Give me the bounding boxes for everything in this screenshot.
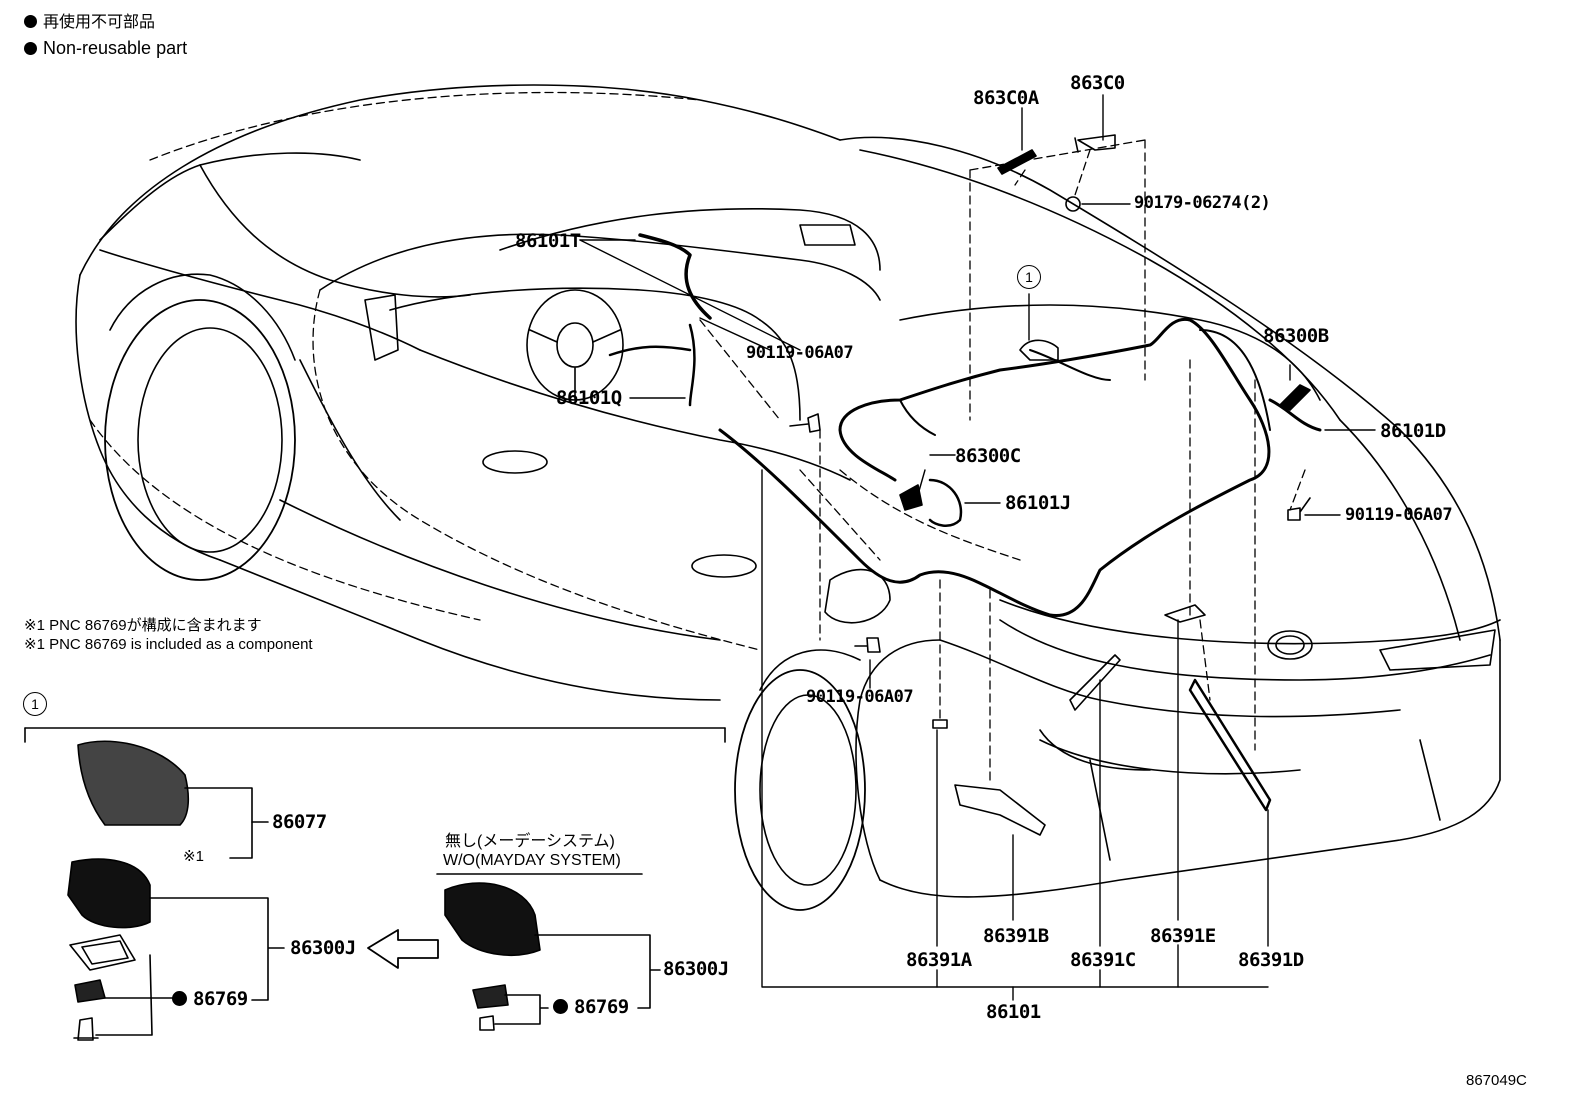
callout-86300J-right: 86300J	[663, 958, 729, 980]
callout-90119-06A07-b: 90119-06A07	[1345, 505, 1453, 525]
callout-86101: 86101	[986, 1001, 1041, 1023]
mayday-en: W/O(MAYDAY SYSTEM)	[443, 852, 621, 869]
filled-dot-icon	[24, 42, 37, 55]
detail-ref-circle: 1	[23, 692, 47, 716]
pnc-note-en: ※1 PNC 86769 is included as a component	[24, 636, 313, 653]
legend-en: Non-reusable part	[24, 38, 187, 59]
detail-ref-circle-roof: 1	[1017, 265, 1041, 289]
mayday-jp: 無し(メーデーシステム)	[445, 833, 615, 850]
callout-86391D: 86391D	[1238, 949, 1304, 971]
filled-dot-icon	[553, 999, 568, 1014]
callout-86101T: 86101T	[515, 230, 581, 252]
callout-90119-06A07-a: 90119-06A07	[746, 343, 854, 363]
callout-90179-06274: 90179-06274(2)	[1134, 193, 1271, 213]
legend-jp: 再使用不可部品	[24, 14, 155, 32]
callout-86300C: 86300C	[955, 445, 1021, 467]
callout-86391E: 86391E	[1150, 925, 1216, 947]
callout-note1: ※1	[183, 848, 204, 865]
parts	[789, 134, 1311, 836]
car-body-outline	[75, 84, 1501, 911]
callout-86300J-left: 86300J	[290, 937, 356, 959]
detail-section	[24, 727, 726, 1041]
callout-86391C: 86391C	[1070, 949, 1136, 971]
wire-harness	[608, 233, 1322, 617]
diagram-id: 867049C	[1466, 1072, 1527, 1089]
callout-86769-left-text: 86769	[193, 988, 248, 1010]
callout-863C0A: 863C0A	[973, 87, 1039, 109]
callout-86391A: 86391A	[906, 949, 972, 971]
legend-en-text: Non-reusable part	[43, 38, 188, 58]
reference-lines	[89, 91, 1306, 781]
filled-dot-icon	[172, 991, 187, 1006]
callout-863C0: 863C0	[1070, 72, 1125, 94]
callout-90119-06A07-c: 90119-06A07	[806, 687, 914, 707]
callout-86769-right: 86769	[553, 998, 629, 1017]
callout-86300B: 86300B	[1263, 325, 1329, 347]
callout-86101J: 86101J	[1005, 492, 1071, 514]
callout-86769-right-text: 86769	[574, 996, 629, 1018]
filled-dot-icon	[24, 15, 37, 28]
callout-86101D: 86101D	[1380, 420, 1446, 442]
callout-86769-left: 86769	[172, 990, 248, 1009]
pnc-note-jp: ※1 PNC 86769が構成に含まれます	[24, 617, 262, 634]
legend-jp-text: 再使用不可部品	[43, 14, 156, 31]
leader-lines	[579, 94, 1376, 1001]
callout-86391B: 86391B	[983, 925, 1049, 947]
callout-86077: 86077	[272, 811, 327, 833]
callout-86101Q: 86101Q	[556, 387, 622, 409]
